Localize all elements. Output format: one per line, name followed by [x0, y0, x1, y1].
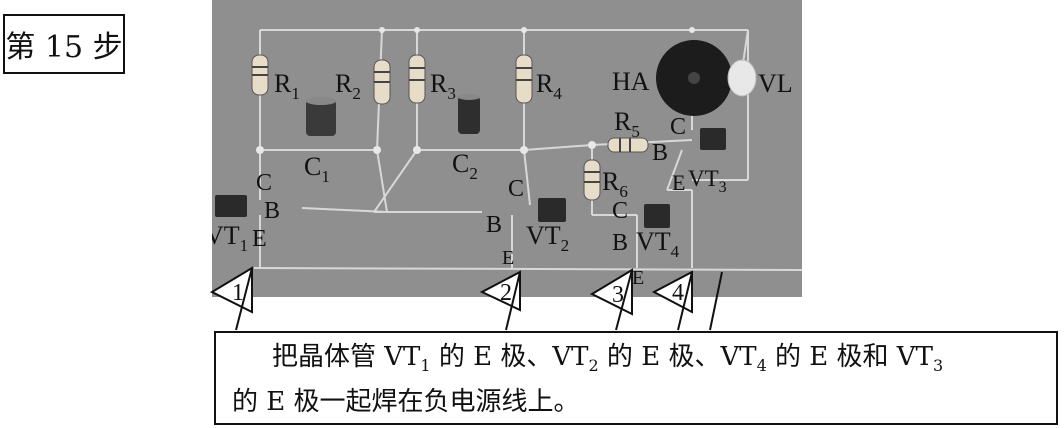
label-r3: R3 — [430, 69, 456, 103]
pin-vt3-c: C — [670, 114, 686, 140]
label-vt3: VT3 — [688, 166, 727, 196]
transistor-vt2 — [538, 198, 566, 222]
label-r5: R5 — [614, 107, 640, 141]
label-r2: R2 — [335, 69, 361, 103]
led-vl — [727, 59, 757, 97]
label-vt2: VT2 — [526, 221, 569, 255]
capacitor-c1 — [306, 100, 336, 136]
pin-vt3-e: E — [672, 170, 685, 195]
pin-vt3-b: B — [652, 140, 668, 166]
label-vl: VL — [758, 69, 793, 98]
label-c2: C2 — [452, 149, 478, 183]
circuit-board-photo: R1 R2 R3 R4 R5 R6 C1 C2 HA VL VT3 VT1 VT… — [212, 0, 802, 297]
transistor-vt3 — [700, 128, 726, 150]
transistor-vt1 — [215, 195, 247, 217]
resistor-r6 — [583, 159, 601, 201]
pin-vt1-e: E — [252, 226, 267, 252]
capacitor-c2 — [458, 96, 480, 134]
label-vt4: VT4 — [636, 227, 680, 261]
instruction-line-2: 的 E 极一起焊在负电源线上。 — [232, 387, 580, 418]
label-ha: HA — [612, 67, 650, 96]
pin-vt2-e: E — [502, 247, 514, 269]
label-r6: R6 — [602, 167, 628, 201]
pin-vt1-c: C — [256, 170, 272, 196]
instruction-line-1: 把晶体管 VT1 的 E 极、VT2 的 E 极、VT4 的 E 极和 VT3 — [272, 342, 944, 376]
pin-vt2-c: C — [508, 176, 524, 202]
label-r1: R1 — [274, 69, 300, 103]
pin-vt4-e: E — [632, 267, 644, 289]
pin-vt4-b: B — [612, 230, 628, 256]
solder-points — [256, 27, 695, 154]
step-label: 第 15 步 — [3, 14, 125, 74]
transistor-vt4 — [644, 204, 670, 228]
resistor-r5 — [607, 137, 649, 153]
label-r4: R4 — [536, 69, 562, 103]
pin-vt1-b: B — [264, 198, 280, 224]
instruction-callout: 把晶体管 VT1 的 E 极、VT2 的 E 极、VT4 的 E 极和 VT3 … — [214, 331, 1058, 425]
label-c1: C1 — [304, 152, 330, 186]
label-vt1: VT1 — [212, 221, 248, 255]
pin-vt2-b: B — [486, 212, 502, 238]
pin-vt4-c: C — [612, 198, 628, 224]
